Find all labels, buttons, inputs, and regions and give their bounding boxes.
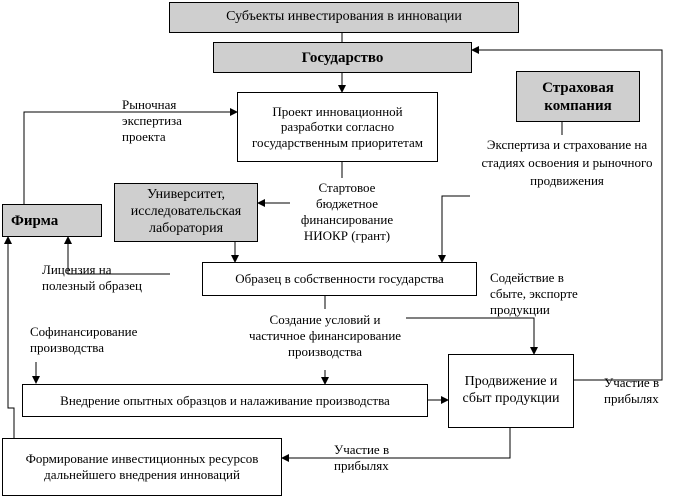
arrow-insurance-to-sample [438, 195, 470, 263]
label-create-conditions: Создание условий и частичное финансирова… [248, 312, 402, 359]
node-investment-formation: Формирование инвестиционных ресурсов дал… [2, 438, 282, 496]
node-state-sample: Образец в собственности государства [202, 262, 477, 296]
node-state: Государство [213, 42, 472, 73]
label-cofinancing: Софинансирование производства [30, 324, 138, 355]
label-insurance-expertise: Экспертиза и страхование на стадиях осво… [481, 137, 653, 189]
label-license: Лицензия на полезный образец [42, 262, 142, 293]
node-insurance-company: Страховая компания [516, 71, 640, 122]
node-project: Проект инновационной разработки согласно… [237, 92, 438, 162]
arrow-promotion-to-formation [281, 428, 511, 462]
label-market-expertise: Рыночная экспертиза проекта [122, 97, 182, 144]
arrow-promotion-to-state [471, 46, 663, 381]
node-firm: Фирма [2, 204, 102, 237]
label-start-funding: Стартовое бюджетное финансирование НИОКР… [300, 180, 394, 243]
node-university: Университет, исследовательская лаборатор… [114, 183, 258, 242]
diagram-title: Субъекты инвестирования в инновации [169, 2, 519, 33]
label-profit-share-right: Участие в прибылях [604, 375, 660, 406]
arrow-firm-to-project [23, 108, 238, 204]
arrow-formation-to-firm [4, 236, 15, 438]
label-profit-share-bottom: Участие в прибылях [334, 442, 390, 473]
node-promotion: Продвижение и сбыт продукции [448, 354, 574, 428]
label-sales-support: Содействие в сбыте, экспорте продукции [490, 270, 578, 317]
arrow-support-to-promotion [406, 317, 538, 355]
node-implementation: Внедрение опытных образцов и налаживание… [22, 384, 428, 417]
arrow-sample-to-firm [64, 236, 170, 275]
